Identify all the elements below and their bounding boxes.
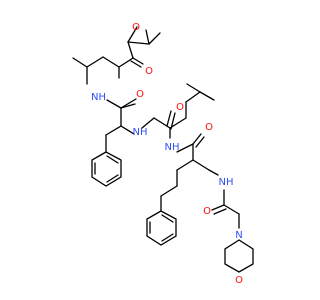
atom-label: N (235, 230, 242, 241)
molecule-canvas: O O NH O NH O NH O NH O N O (72, 22, 254, 286)
atom-label: O (132, 22, 140, 33)
molecule-structure: O O NH O NH O NH O NH O N O (72, 22, 254, 286)
atom-label: O (205, 122, 213, 133)
ketone-group (118, 41, 144, 68)
amide-carbonyl-1 (120, 98, 137, 109)
nh-link-1 (106, 99, 122, 109)
nh-link-3 (176, 143, 194, 153)
nh-link-2 (141, 117, 155, 129)
epoxide-ring (127, 26, 161, 45)
atom-label: O (145, 66, 153, 77)
leu-alpha (169, 101, 187, 129)
atom-labels: O O NH O NH O NH O NH O N O (91, 22, 243, 286)
atom-label: O (203, 206, 211, 217)
atom-label: NH (133, 127, 148, 138)
nh-link-4 (208, 169, 219, 176)
atom-label: O (176, 102, 184, 113)
amide-carbonyl-4 (211, 189, 240, 215)
benzene-ring-2 (146, 195, 177, 246)
isobutyl-side-chain-1 (72, 56, 120, 85)
atom-label: O (136, 89, 144, 100)
benzene-ring-1 (91, 134, 122, 187)
morpholine-ring (224, 213, 254, 273)
isobutyl-side-chain-2 (185, 83, 215, 103)
amide-carbonyl-3 (192, 133, 205, 161)
homophe-alpha (160, 159, 210, 197)
atom-label: NH (165, 142, 180, 153)
atom-label: NH (219, 177, 234, 188)
phe-alpha (105, 107, 135, 136)
atom-label: NH (91, 92, 106, 103)
atom-label: O (235, 275, 243, 286)
